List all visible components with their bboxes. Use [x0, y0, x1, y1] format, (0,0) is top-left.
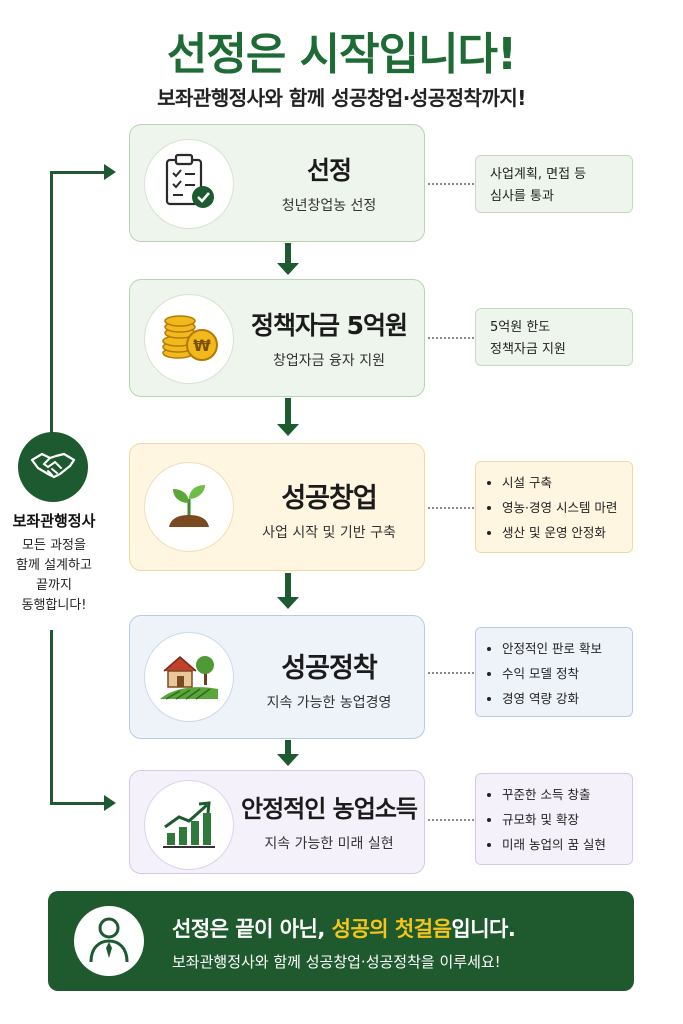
note-line: 심사를 통과 [490, 189, 554, 204]
bottom-banner: 선정은 끝이 아닌, 성공의 첫걸음입니다. 보좌관행정사와 함께 성공창업·성… [48, 891, 634, 991]
partner-line-bottom-horizontal [50, 802, 106, 805]
step-icon-circle: ₩ [144, 294, 234, 384]
step-title: 정책자금 5억원 [250, 311, 408, 340]
handshake-icon [30, 450, 76, 484]
partner-desc-line: 함께 설계하고 [16, 558, 92, 573]
step-startup: 성공창업 사업 시작 및 기반 구축 [129, 443, 425, 571]
partner-line-top-horizontal [50, 171, 106, 174]
arrow-down [277, 398, 299, 440]
note-policy-fund: 5억원 한도 정책자금 지원 [475, 308, 633, 366]
arrow-down [277, 243, 299, 277]
step-subtitle: 지속 가능한 농업경영 [266, 695, 392, 711]
note-startup: 시설 구축 영농·경영 시스템 마련 생산 및 운영 안정화 [475, 461, 633, 553]
note-item: 규모화 및 확장 [502, 807, 622, 832]
partner-badge [18, 432, 88, 502]
step-title: 선정 [306, 156, 352, 185]
arrow-down [277, 740, 299, 768]
step-title: 안정적인 농업소득 [241, 795, 418, 823]
connector-dots [428, 337, 474, 339]
step-stable-income: 안정적인 농업소득 지속 가능한 미래 실현 [129, 770, 425, 874]
note-item: 경영 역량 강화 [502, 686, 622, 711]
note-line: 5억원 한도 [490, 320, 551, 335]
note-item: 시설 구축 [502, 470, 622, 495]
arrow-right-to-step1 [104, 164, 116, 180]
note-item: 생산 및 운영 안정화 [502, 520, 622, 545]
banner-icon-circle [74, 906, 144, 976]
step-settlement: 성공정착 지속 가능한 농업경영 [129, 615, 425, 739]
step-subtitle: 지속 가능한 미래 실현 [264, 836, 394, 852]
note-line: 정책자금 지원 [490, 342, 566, 357]
step-icon-circle [144, 462, 234, 552]
coins-won-icon: ₩ [158, 309, 220, 369]
partner-name: 보좌관행정사 [12, 512, 96, 530]
connector-dots [428, 819, 474, 821]
partner-desc-line: 끝까지 [36, 578, 72, 593]
banner-sub-text: 보좌관행정사와 함께 성공창업·성공정착을 이루세요! [172, 953, 501, 971]
consultant-icon [86, 914, 132, 968]
step-selection: 선정 청년창업농 선정 [129, 124, 425, 242]
step-subtitle: 사업 시작 및 기반 구축 [262, 525, 396, 541]
partner-desc-line: 모든 과정을 [22, 538, 86, 553]
note-settlement: 안정적인 판로 확보 수익 모델 정착 경영 역량 강화 [475, 627, 633, 717]
step-icon-circle [144, 139, 234, 229]
note-item: 미래 농업의 꿈 실현 [502, 832, 622, 857]
arrow-right-to-step5 [104, 795, 116, 811]
banner-highlight: 성공의 첫걸음 [331, 917, 452, 941]
partner-description: 모든 과정을 함께 설계하고 끝까지 동행합니다! [4, 536, 104, 616]
connector-dots [428, 672, 474, 674]
arrow-down [277, 573, 299, 613]
step-title: 성공정착 [281, 653, 377, 684]
banner-main-prefix: 선정은 끝이 아닌, [172, 917, 332, 941]
step-subtitle: 창업자금 융자 지원 [273, 353, 385, 369]
partner-line-bottom [50, 630, 53, 805]
sprout-icon [161, 477, 217, 537]
growth-chart-icon [161, 797, 217, 853]
farmhouse-icon [158, 647, 220, 707]
page-title: 선정은 시작입니다! [166, 29, 517, 80]
clipboard-check-icon [161, 152, 217, 216]
partner-line-top [50, 172, 53, 434]
connector-dots [428, 183, 474, 185]
step-title: 성공창업 [281, 483, 377, 514]
note-line: 사업계획, 면접 등 [490, 167, 587, 182]
partner-desc-line: 동행합니다! [21, 598, 87, 613]
note-item: 안정적인 판로 확보 [502, 636, 622, 661]
step-icon-circle [144, 780, 234, 870]
note-item: 영농·경영 시스템 마련 [502, 495, 622, 520]
step-subtitle: 청년창업농 선정 [281, 198, 377, 214]
note-stable-income: 꾸준한 소득 창출 규모화 및 확장 미래 농업의 꿈 실현 [475, 773, 633, 865]
note-item: 꾸준한 소득 창출 [502, 782, 622, 807]
note-item: 수익 모델 정착 [502, 661, 622, 686]
banner-main-suffix: 입니다. [451, 917, 516, 941]
step-icon-circle [144, 632, 234, 722]
step-policy-fund: ₩ 정책자금 5억원 창업자금 융자 지원 [129, 279, 425, 397]
note-selection: 사업계획, 면접 등 심사를 통과 [475, 155, 633, 213]
svg-text:₩: ₩ [193, 336, 211, 355]
banner-main-text: 선정은 끝이 아닌, 성공의 첫걸음입니다. [172, 913, 516, 943]
page-subtitle: 보좌관행정사와 함께 성공창업·성공정착까지! [157, 86, 526, 110]
connector-dots [428, 507, 474, 509]
